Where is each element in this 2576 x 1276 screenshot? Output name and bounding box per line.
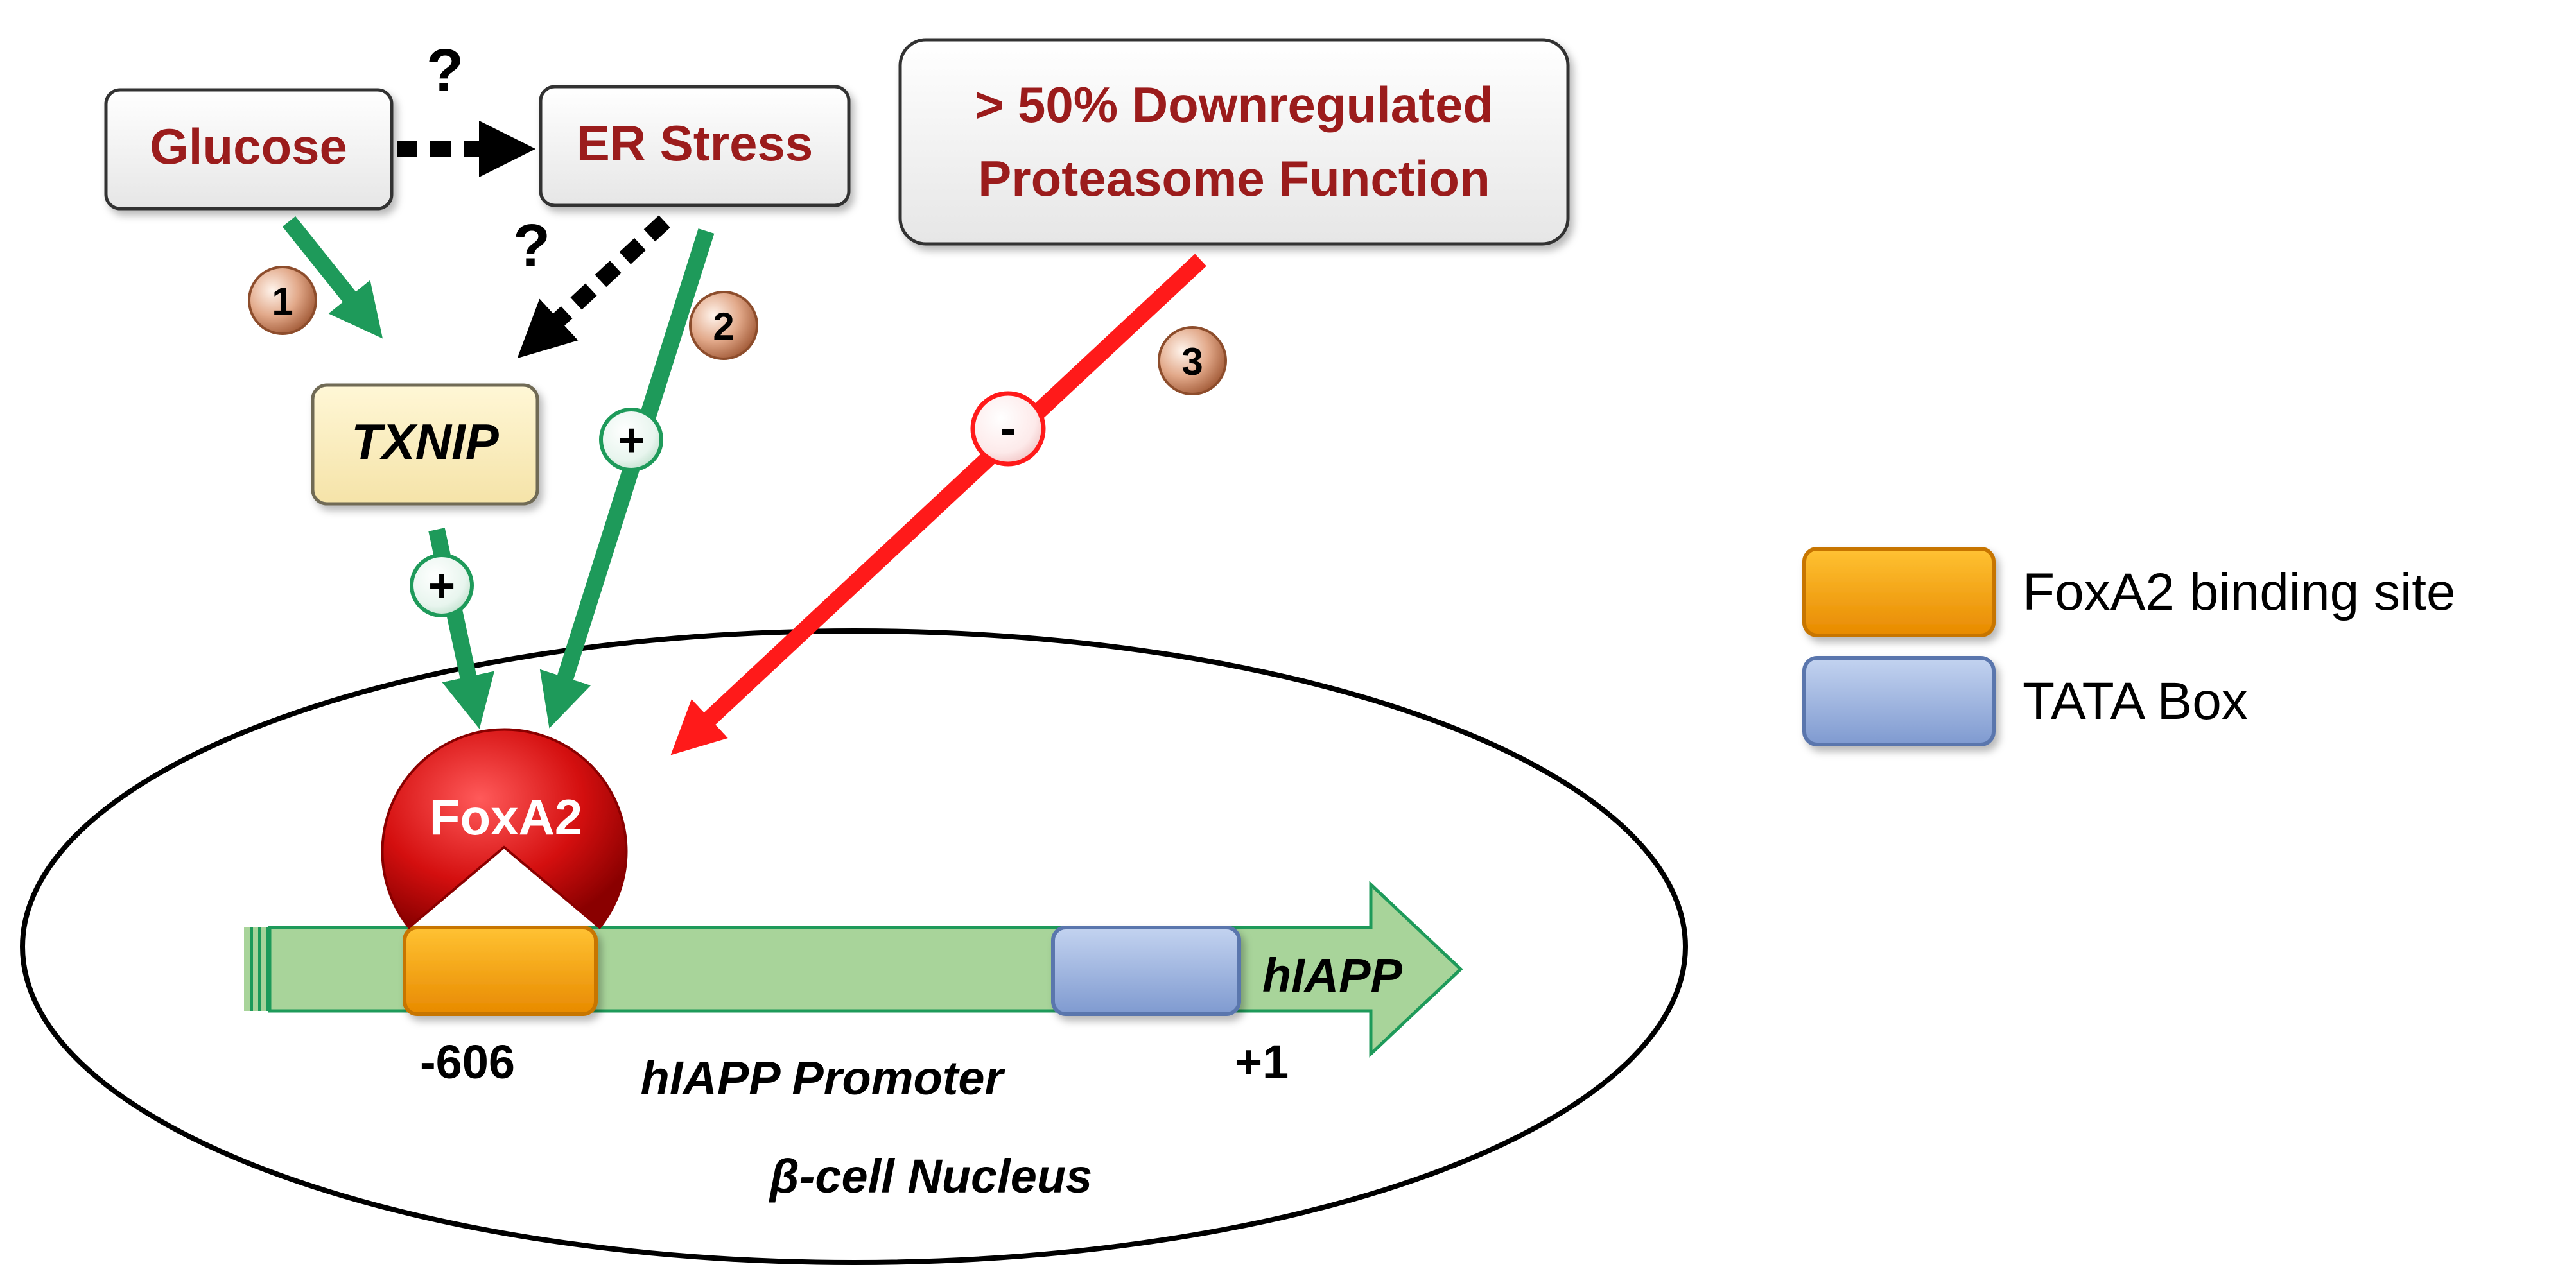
proteasome-to-foxa2-arrow <box>670 254 1206 755</box>
promoter-label: hIAPP Promoter <box>641 1051 1006 1105</box>
legend: FoxA2 binding site TATA Box <box>1802 547 2456 746</box>
legend-item-tata: TATA Box <box>1802 656 2248 746</box>
gene-name: hIAPP <box>1262 949 1403 1002</box>
plus-sign-er: + <box>618 415 645 466</box>
step-3-marker: 3 <box>1158 326 1227 395</box>
minus-sign-proteasome: - <box>1000 401 1016 456</box>
plus-sign-txnip: + <box>428 560 455 612</box>
minus-marker-proteasome: - <box>970 391 1046 467</box>
unknown-mark-glucose-er: ? <box>426 37 464 105</box>
er-stress-label: ER Stress <box>577 115 814 171</box>
foxa2-protein <box>381 728 628 929</box>
er-to-txnip-arrow <box>517 215 670 359</box>
plus-marker-txnip: + <box>410 553 474 617</box>
proteasome-node: > 50% Downregulated Proteasome Function <box>898 38 1570 246</box>
legend-label-foxa2: FoxA2 binding site <box>2023 563 2456 621</box>
unknown-mark-er-txnip: ? <box>513 212 550 280</box>
legend-swatch-tata <box>1802 656 1996 746</box>
tata-box <box>1051 926 1241 1016</box>
nucleus-label: β-cell Nucleus <box>769 1150 1092 1203</box>
position-minus-606: -606 <box>420 1035 515 1089</box>
er-stress-node: ER Stress <box>539 85 851 207</box>
legend-label-tata: TATA Box <box>2023 672 2248 730</box>
step-1-marker: 1 <box>248 266 317 335</box>
glucose-label: Glucose <box>150 118 347 175</box>
glucose-node: Glucose <box>104 88 394 211</box>
legend-swatch-foxa2 <box>1802 547 1996 637</box>
step-1-label: 1 <box>272 280 293 323</box>
proteasome-label-line1: > 50% Downregulated <box>975 76 1493 133</box>
step-2-marker: 2 <box>689 291 758 360</box>
legend-item-foxa2: FoxA2 binding site <box>1802 547 2456 637</box>
position-plus-1: +1 <box>1235 1035 1289 1089</box>
txnip-node: TXNIP <box>311 383 539 506</box>
glucose-to-txnip-arrow <box>282 216 383 339</box>
txnip-label: TXNIP <box>351 413 500 470</box>
foxa2-binding-site <box>403 926 598 1016</box>
step-3-label: 3 <box>1181 340 1203 383</box>
step-2-label: 2 <box>713 305 734 348</box>
foxa2-label: FoxA2 <box>430 789 582 845</box>
nucleus-outline <box>20 628 1688 1265</box>
proteasome-label-line2: Proteasome Function <box>978 150 1490 207</box>
plus-marker-er: + <box>599 408 663 472</box>
